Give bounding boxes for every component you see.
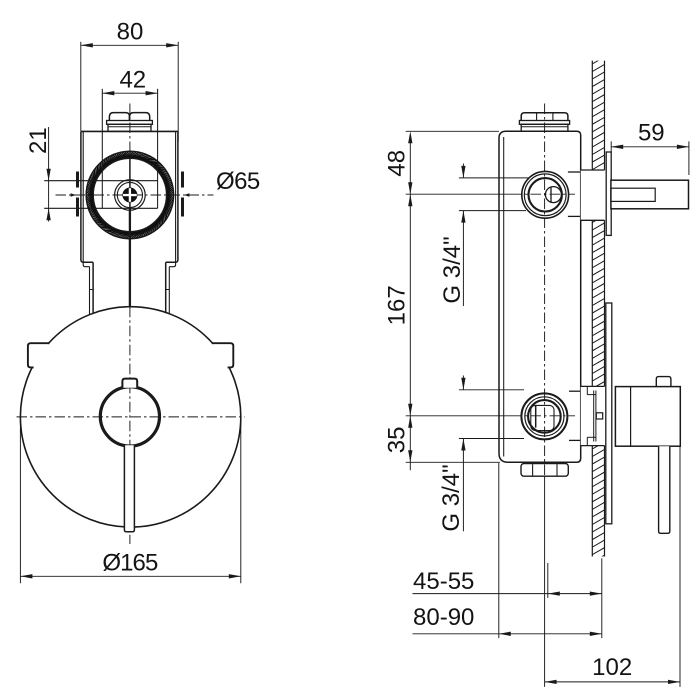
svg-text:35: 35 [383,427,410,454]
svg-text:48: 48 [384,150,411,177]
svg-text:45-55: 45-55 [413,568,474,595]
svg-text:102: 102 [592,654,632,681]
svg-text:59: 59 [638,120,665,147]
svg-text:80: 80 [117,19,144,46]
svg-text:Ø65: Ø65 [216,168,260,195]
svg-text:G 3/4": G 3/4" [438,464,465,531]
svg-text:Ø165: Ø165 [102,550,158,577]
svg-text:80-90: 80-90 [413,604,474,631]
svg-text:G 3/4": G 3/4" [439,236,466,303]
svg-text:21: 21 [25,127,52,154]
svg-text:42: 42 [119,67,146,94]
svg-text:167: 167 [383,285,410,325]
